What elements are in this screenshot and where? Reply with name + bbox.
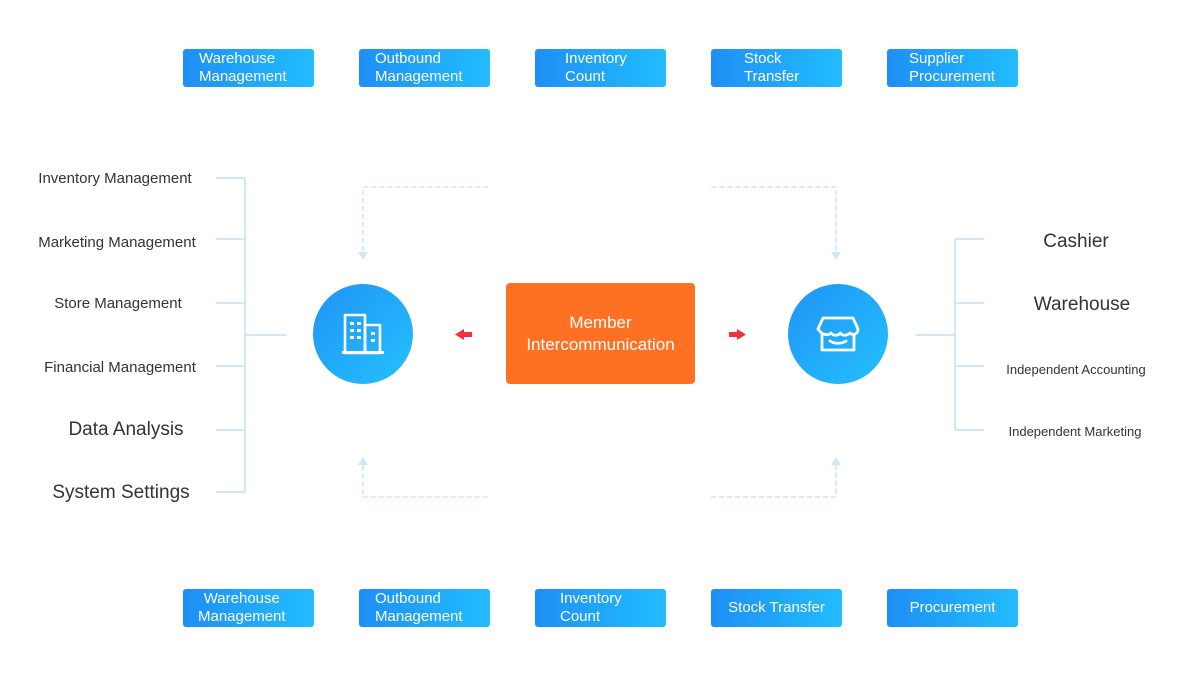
pill-label-line1: Outbound	[375, 590, 441, 607]
store-node	[788, 284, 888, 384]
pill-label-line2: Transfer	[744, 68, 800, 85]
pill-label-line1: Inventory	[560, 590, 622, 607]
right-item-independent-marketing: Independent Marketing	[1008, 424, 1142, 439]
store-awning-icon	[816, 316, 860, 352]
pill-label-line1: Warehouse	[199, 50, 276, 67]
pill-label: Stock Transfer	[728, 599, 825, 616]
right-item-warehouse: Warehouse	[1033, 294, 1131, 315]
left-item-data-analysis: Data Analysis	[68, 419, 184, 440]
member-intercommunication-box: Member Intercommunication	[506, 283, 695, 384]
left-item-marketing-management: Marketing Management	[38, 234, 196, 251]
bottom-pill-procurement[interactable]: Procurement	[887, 589, 1018, 627]
pill-label-line2: Count	[565, 68, 606, 85]
pill-label-line2: Procurement	[909, 68, 995, 85]
center-label-line2: Intercommunication	[526, 334, 675, 354]
pill-label: Procurement	[909, 599, 996, 616]
arrow-left-icon	[455, 329, 472, 340]
left-item-inventory-management: Inventory Management	[38, 170, 192, 187]
arrow-right-icon	[729, 329, 746, 340]
pill-label-line1: Stock	[744, 50, 782, 67]
center-label-line1: Member	[569, 312, 632, 332]
pill-label-line2: Management	[375, 68, 463, 85]
left-item-store-management: Store Management	[54, 295, 182, 312]
left-item-financial-management: Financial Management	[44, 359, 196, 376]
right-item-cashier: Cashier	[1043, 231, 1109, 252]
bottom-pill-stock-transfer[interactable]: Stock Transfer	[711, 589, 842, 627]
pill-label-line1: Inventory	[565, 50, 627, 67]
pill-label-line2: Management	[198, 608, 286, 625]
headquarters-node	[313, 284, 413, 384]
left-item-system-settings: System Settings	[52, 482, 190, 503]
right-item-independent-accounting: Independent Accounting	[1006, 362, 1146, 377]
pill-label-line1: Supplier	[909, 50, 965, 67]
pill-label-line2: Count	[560, 608, 601, 625]
pill-label-line1: Outbound	[375, 50, 441, 67]
pill-label-line2: Management	[375, 608, 463, 625]
pill-label-line1: Warehouse	[203, 590, 280, 607]
pill-label-line2: Management	[199, 68, 287, 85]
office-building-icon	[342, 313, 384, 355]
